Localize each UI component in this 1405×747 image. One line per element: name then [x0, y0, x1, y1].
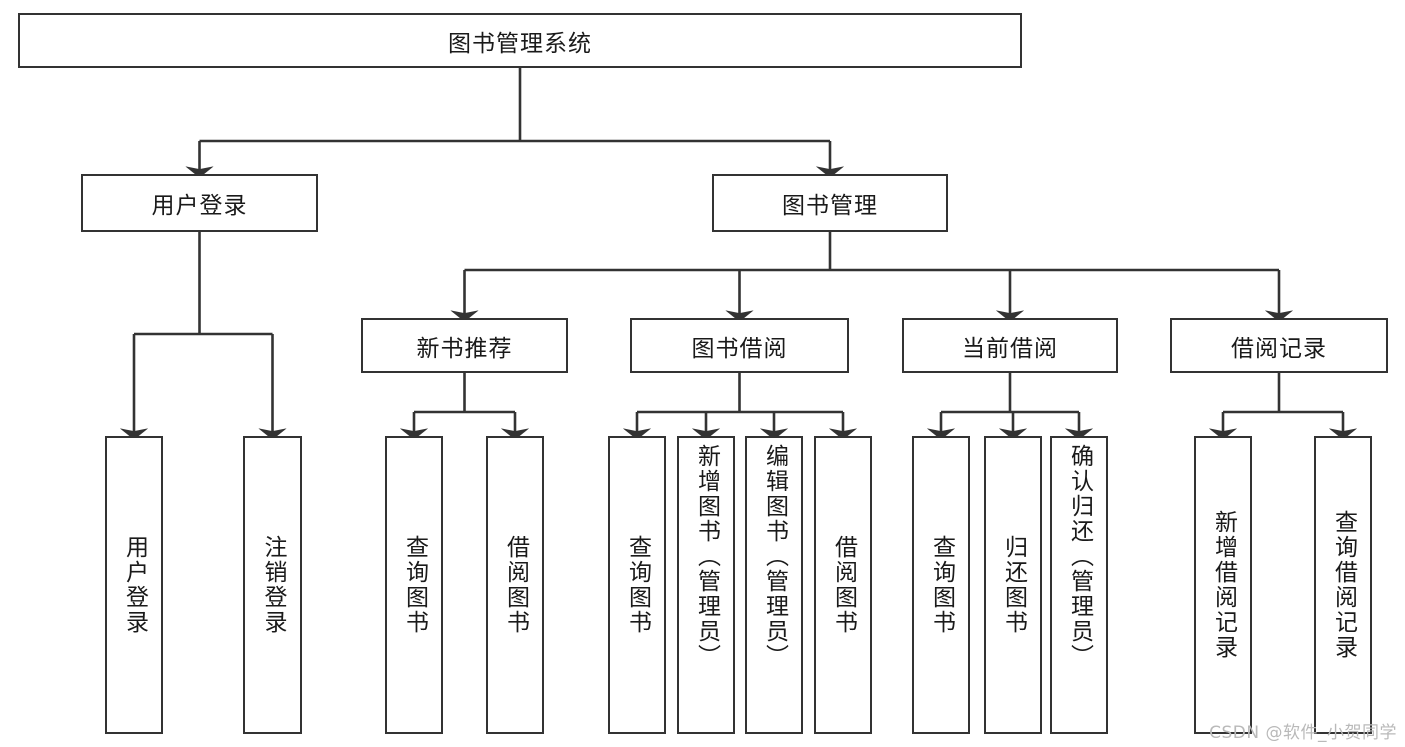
- node-label: 借阅记录: [1231, 335, 1327, 362]
- node-label: 确认归还（管理员）: [1066, 444, 1093, 669]
- node-book-manage[interactable]: 图书管理: [712, 174, 948, 232]
- node-label: 用户登录: [151, 193, 248, 219]
- node-user-login[interactable]: 用户登录: [81, 174, 318, 232]
- node-leaf-query-book-current[interactable]: 查询图书: [912, 436, 970, 734]
- node-label: 查询图书: [928, 535, 955, 635]
- node-label: 图书借阅: [691, 335, 788, 362]
- node-leaf-add-borrow-record[interactable]: 新增借阅记录: [1194, 436, 1252, 734]
- node-label: 借阅图书: [502, 535, 529, 635]
- node-leaf-borrow-book[interactable]: 借阅图书: [814, 436, 872, 734]
- node-leaf-query-book-borrow[interactable]: 查询图书: [608, 436, 666, 734]
- node-label: 用户登录: [121, 535, 148, 635]
- node-label: 当前借阅: [962, 335, 1058, 362]
- node-label: 查询图书: [401, 535, 428, 635]
- node-leaf-user-logout[interactable]: 注销登录: [243, 436, 302, 734]
- node-label: 新增图书（管理员）: [693, 444, 720, 669]
- node-label: 查询图书: [624, 535, 651, 635]
- node-label: 编辑图书（管理员）: [761, 444, 788, 669]
- node-label: 图书管理系统: [448, 30, 592, 57]
- node-current-borrow[interactable]: 当前借阅: [902, 318, 1118, 373]
- node-label: 新书推荐: [416, 335, 513, 362]
- node-label: 注销登录: [260, 535, 286, 635]
- node-new-book-rec[interactable]: 新书推荐: [361, 318, 568, 373]
- node-label: 借阅图书: [830, 535, 857, 635]
- node-root[interactable]: 图书管理系统: [18, 13, 1022, 68]
- node-label: 归还图书: [1000, 535, 1027, 635]
- node-label: 图书管理: [782, 193, 878, 219]
- node-leaf-confirm-return-admin[interactable]: 确认归还（管理员）: [1050, 436, 1108, 734]
- node-book-borrow[interactable]: 图书借阅: [630, 318, 849, 373]
- node-leaf-user-login[interactable]: 用户登录: [105, 436, 163, 734]
- node-leaf-query-borrow-record[interactable]: 查询借阅记录: [1314, 436, 1372, 734]
- node-label: 查询借阅记录: [1330, 510, 1357, 660]
- node-leaf-add-book-admin[interactable]: 新增图书（管理员）: [677, 436, 735, 734]
- node-leaf-borrow-book-rec[interactable]: 借阅图书: [486, 436, 544, 734]
- node-label: 新增借阅记录: [1210, 510, 1237, 660]
- node-leaf-edit-book-admin[interactable]: 编辑图书（管理员）: [745, 436, 803, 734]
- node-borrow-record[interactable]: 借阅记录: [1170, 318, 1388, 373]
- node-leaf-query-book-rec[interactable]: 查询图书: [385, 436, 443, 734]
- node-leaf-return-book[interactable]: 归还图书: [984, 436, 1042, 734]
